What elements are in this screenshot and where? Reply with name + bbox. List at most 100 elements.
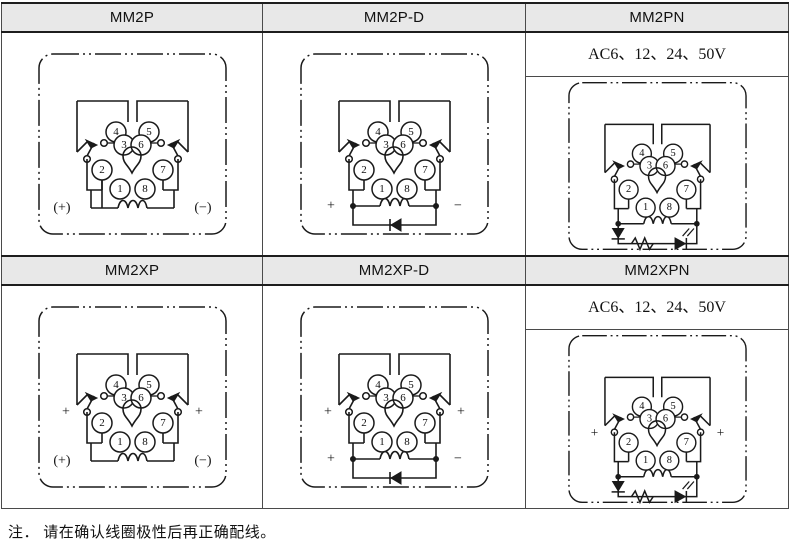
- pin5-wire: [397, 100, 450, 122]
- pin-3-label: 3: [121, 139, 127, 151]
- coil-winding: [642, 468, 672, 477]
- pin-8: [395, 178, 418, 200]
- wiring-diagram-mm2p-d: 4 5 3 6 2 7 1 8: [299, 53, 489, 235]
- right-nc-blade: [176, 141, 189, 153]
- left-common-wire: [85, 159, 102, 191]
- pin-7-label: 7: [422, 164, 428, 176]
- coil-polarity-left-label: +: [327, 199, 335, 214]
- contact-polarity-right-label: +: [716, 425, 723, 440]
- right-contact-arrow: [428, 391, 442, 402]
- diagram-container: 4 5 3 6 2 7 1 8: [526, 77, 788, 255]
- pin-7: [675, 179, 697, 200]
- pin-7: [413, 159, 436, 181]
- wiring-diagram-mm2xp-d: 4 5 3 6 2 7 1 8: [299, 306, 489, 488]
- right-contact-arrow: [689, 413, 703, 423]
- pin5-wire: [135, 353, 188, 375]
- pin5-wire: [135, 100, 188, 122]
- pin5-wire: [660, 123, 710, 145]
- right-common-wire: [162, 159, 179, 191]
- pin-7: [675, 432, 697, 453]
- pin-3-label: 3: [121, 392, 127, 404]
- relay-wiring-table: MM2P MM2P-D MM2PN: [1, 2, 789, 509]
- pin-8-label: 8: [666, 455, 671, 466]
- header-cell-mm2xp: MM2XP: [1, 255, 263, 286]
- pin-5-label: 5: [670, 148, 675, 159]
- pin3-terminal: [99, 391, 108, 401]
- socket-keyway-icon: [647, 420, 666, 448]
- pin-5-label: 5: [408, 379, 414, 391]
- pin-3-label: 3: [646, 414, 651, 425]
- wiring-diagram-mm2xpn: 4 5 3 6 2 7 1 8: [567, 334, 747, 505]
- left-contact-arrow: [84, 391, 98, 402]
- coil-polarity-right-label: (−): [194, 454, 212, 469]
- pin-1: [108, 178, 131, 200]
- coil-polarity-right-label: −: [454, 452, 462, 467]
- pin4-wire: [604, 123, 654, 145]
- header-cell-mm2xp-d: MM2XP-D: [262, 255, 526, 286]
- led-emission-arrow-1: [681, 481, 690, 490]
- protect-diode-triangle: [611, 228, 625, 239]
- diagram-container: 4 5 3 6 2 7 1 8: [2, 33, 262, 255]
- pin4-wire: [338, 100, 391, 122]
- pin-5-label: 5: [408, 126, 414, 138]
- pin-6-label: 6: [400, 139, 406, 151]
- pin-8-label: 8: [666, 202, 671, 213]
- led-emission-arrow-2: [686, 228, 694, 237]
- diode-branch-wire: [351, 206, 437, 226]
- diagram-cell-mm2xp: 4 5 3 6 2 7 1 8: [1, 284, 263, 509]
- left-common-wire: [613, 432, 629, 463]
- left-nc-blade: [75, 141, 88, 153]
- model-name-label: MM2P-D: [363, 8, 425, 26]
- left-nc-blade: [603, 415, 615, 427]
- right-common-wire: [424, 159, 441, 191]
- socket-keyway-icon: [121, 146, 142, 175]
- left-nc-blade: [75, 394, 88, 406]
- protect-diode-triangle: [611, 481, 625, 492]
- pin-4-label: 4: [639, 401, 645, 412]
- pin-4-label: 4: [375, 379, 381, 391]
- pin-2: [617, 432, 639, 453]
- pin3-terminal: [626, 413, 634, 421]
- diode-branch-wire: [351, 459, 437, 479]
- diagram-cell-mm2xpn: AC6、12、24、50V: [525, 284, 789, 509]
- diagram-container: 4 5 3 6 2 7 1 8: [526, 330, 788, 508]
- pin6-terminal: [156, 391, 165, 401]
- pin-1-label: 1: [379, 436, 385, 448]
- coil-winding: [378, 197, 410, 207]
- header-cell-mm2p: MM2P: [1, 2, 263, 33]
- coil-winding: [116, 199, 148, 209]
- pin-8-label: 8: [404, 436, 410, 448]
- wiring-diagram-mm2p: 4 5 3 6 2 7 1 8: [37, 53, 227, 235]
- right-junction-dot: [693, 220, 700, 227]
- pin-5-label: 5: [670, 401, 675, 412]
- resistor-zigzag: [630, 488, 654, 505]
- model-name-label: MM2XP-D: [358, 261, 430, 279]
- diagram-container: 4 5 3 6 2 7 1 8: [263, 33, 525, 255]
- pin-2: [352, 412, 375, 434]
- header-cell-mm2pn: MM2PN: [525, 2, 789, 33]
- pin-8-label: 8: [142, 436, 148, 448]
- pin-5-label: 5: [146, 126, 152, 138]
- right-contact-arrow: [689, 160, 703, 170]
- resistor-zigzag: [630, 235, 654, 252]
- pin3-terminal: [361, 391, 370, 401]
- pin-1: [108, 431, 131, 453]
- diagram-cell-mm2xp-d: 4 5 3 6 2 7 1 8: [262, 284, 526, 509]
- diagram-cell-mm2pn: AC6、12、24、50V: [525, 31, 789, 257]
- coil-winding: [116, 452, 148, 462]
- socket-keyway-icon: [383, 146, 404, 175]
- model-name-label: MM2XPN: [624, 261, 690, 279]
- pin-2-label: 2: [99, 417, 105, 429]
- pin-6-label: 6: [662, 414, 667, 425]
- pin-8: [395, 431, 418, 453]
- led-triangle: [674, 490, 686, 504]
- pin-1-label: 1: [643, 455, 648, 466]
- pin-1: [634, 450, 656, 471]
- right-contact-arrow: [166, 138, 180, 149]
- diode-triangle: [389, 218, 401, 232]
- relay-body-outline: [37, 306, 227, 488]
- wiring-diagram-mm2pn: 4 5 3 6 2 7 1 8: [567, 81, 747, 252]
- pin-7-label: 7: [160, 164, 166, 176]
- pin-8: [658, 197, 680, 218]
- diagram-cell-mm2p-d: 4 5 3 6 2 7 1 8: [262, 31, 526, 257]
